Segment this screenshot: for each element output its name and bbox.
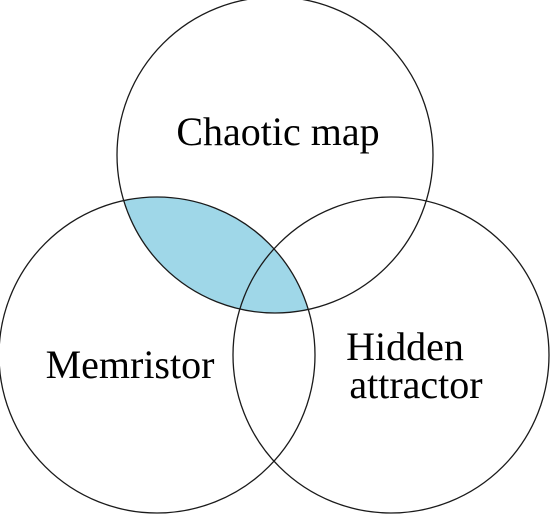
hidden-attractor-label-line-1: Hidden bbox=[346, 324, 464, 369]
memristor-circle bbox=[0, 196, 316, 514]
chaotic-map-label: Chaotic map bbox=[176, 109, 379, 154]
chaotic-map-circle bbox=[116, 0, 434, 314]
hidden-attractor-label-line-2: attractor bbox=[349, 362, 482, 407]
hidden-attractor-circle bbox=[232, 196, 550, 514]
memristor-label: Memristor bbox=[46, 342, 215, 387]
